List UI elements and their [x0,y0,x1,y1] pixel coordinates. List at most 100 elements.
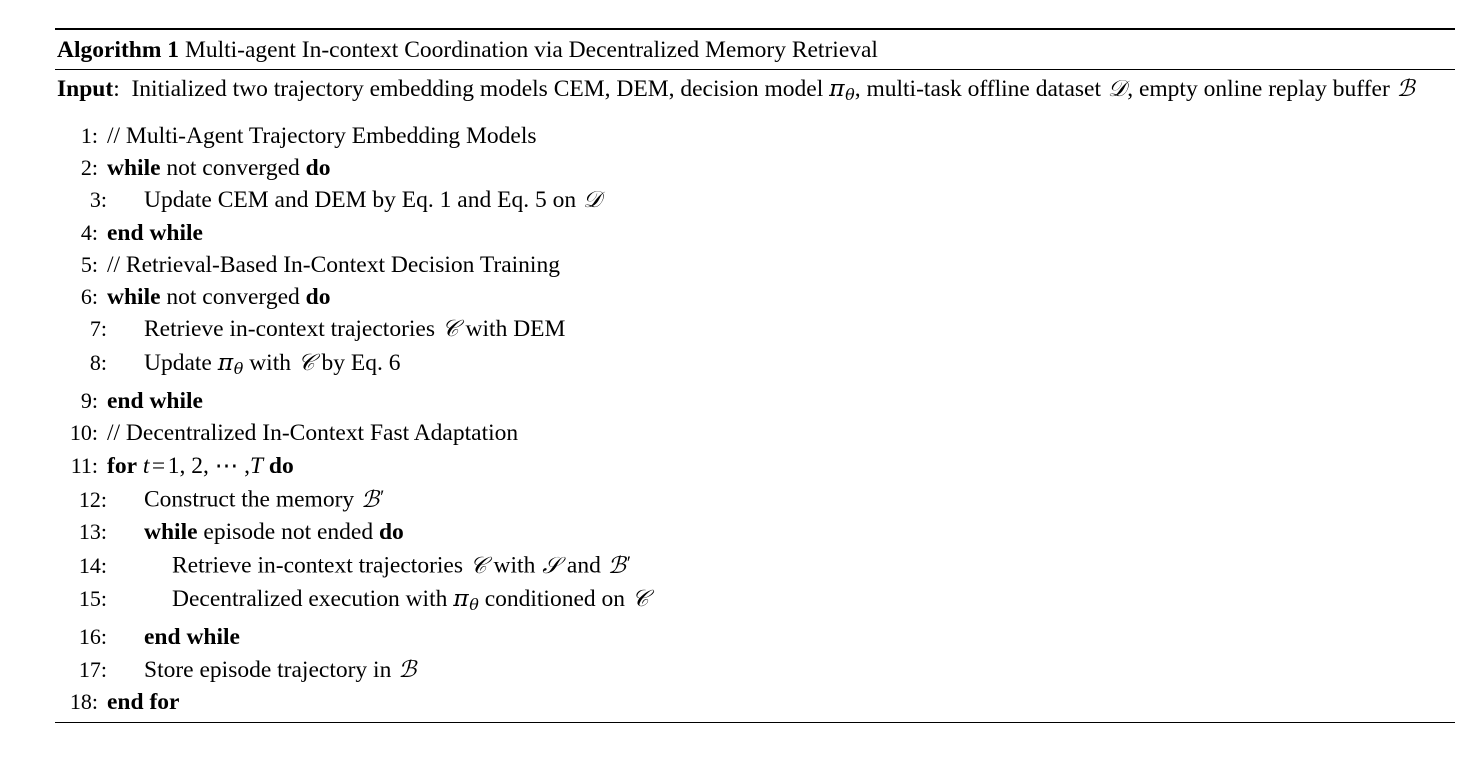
line-number: 7: [89,316,107,342]
line-content: Decentralized execution with πθ conditio… [163,582,650,621]
line-number: 8: [89,349,107,375]
line-number: 15: [78,585,107,611]
condition-text: not converged [160,154,306,181]
keyword-do: do [378,518,404,545]
statement-text-mid-2: and [561,552,607,579]
statement-text: Retrieve in-context trajectories [172,552,469,579]
line-content: end while [135,621,240,653]
memory-symbol: ℬ [361,486,380,513]
input-text-3: , empty online replay buffer [1127,76,1396,102]
line-content: Retrieve in-context trajectories 𝒞 with … [163,548,631,582]
memory-symbol: ℬ [607,552,626,579]
statement-text-mid: with [487,552,542,579]
keyword-do: do [305,154,331,181]
algorithm-line-13: 13: while episode not ended do [55,516,1455,548]
line-number: 4: [80,219,98,245]
line-content: Update πθ with 𝒞 by Eq. 6 [135,346,401,385]
algorithm-label: Algorithm 1 [57,37,180,63]
line-number: 17: [78,656,107,682]
statement-text: Store episode trajectory in [144,656,398,683]
algorithm-line-1: 1: // Multi-Agent Trajectory Embedding M… [55,120,1455,152]
line-content: Store episode trajectory in ℬ [135,654,417,686]
buffer-symbol: ℬ [398,656,417,683]
line-content: while not converged do [98,281,330,313]
line-content: for t=1, 2, ⋯ ,T do [98,450,294,482]
algorithm-line-17: 17: Store episode trajectory in ℬ [55,654,1455,686]
algorithm-line-4: 4: end while [55,217,1455,249]
condition-text: not converged [160,284,306,311]
policy-subscript: θ [469,594,479,614]
line-number: 9: [80,388,98,414]
line-number: 6: [80,284,98,310]
line-number: 3: [89,187,107,213]
line-number: 12: [78,486,107,512]
statement-text-mid: with [243,349,297,376]
algorithm-line-7: 7: Retrieve in-context trajectories 𝒞 wi… [55,313,1455,345]
keyword-while: while [107,154,161,181]
dataset-symbol: 𝒟 [1107,76,1127,102]
line-content: Construct the memory ℬ′ [135,482,384,516]
algorithm-line-11: 11: for t=1, 2, ⋯ ,T do [55,450,1455,482]
line-number: 18: [69,688,98,714]
loop-variable: t [142,452,150,479]
line-number: 13: [78,518,107,544]
keyword-end-while: end while [107,219,203,246]
statement-text-tail: conditioned on [478,585,631,612]
line-content: end while [98,385,203,417]
keyword-for: for [107,452,138,479]
statement-text: Retrieve in-context trajectories [144,316,441,343]
line-number: 5: [80,251,98,277]
line-content: // Retrieval-Based In-Context Decision T… [98,249,560,281]
equals-sign: = [151,452,166,479]
line-number: 10: [69,420,98,446]
policy-subscript: θ [233,358,244,378]
algorithm-line-5: 5: // Retrieval-Based In-Context Decisio… [55,249,1455,281]
loop-end-variable: T [249,452,264,479]
line-content: Update CEM and DEM by Eq. 1 and Eq. 5 on… [135,184,602,216]
top-rule [55,28,1455,30]
algorithm-line-14: 14: Retrieve in-context trajectories 𝒞 w… [55,548,1455,582]
keyword-end-while: end while [107,388,203,415]
input-text-1: Initialized two trajectory embedding mod… [131,76,830,102]
algorithm-line-6: 6: while not converged do [55,281,1455,313]
input-text-2: , multi-task offline dataset [854,76,1107,102]
policy-symbol: π [453,583,469,612]
loop-start-values: 1, 2, [167,452,209,479]
line-number: 14: [78,552,107,578]
comment-text: // Multi-Agent Trajectory Embedding Mode… [107,122,537,149]
statement-text-tail: with DEM [459,316,566,343]
line-content: end while [98,217,203,249]
statement-text: Decentralized execution with [172,585,454,612]
keyword-end-while: end while [144,624,240,651]
statement-text: Update [144,349,218,376]
input-keyword: Input [57,76,114,102]
policy-symbol: π [217,347,234,376]
algorithm-float: Algorithm 1 Multi-agent In-context Coord… [55,28,1455,724]
algorithm-input-line: Input: Initialized two trajectory embedd… [55,70,1455,115]
algorithm-line-18: 18: end for [55,686,1455,718]
algorithm-line-8: 8: Update πθ with 𝒞 by Eq. 6 [55,346,1455,385]
line-content: end for [98,686,179,718]
caption-rule [55,69,1455,70]
comment-text: // Decentralized In-Context Fast Adaptat… [107,420,519,447]
algorithm-line-15: 15: Decentralized execution with πθ cond… [55,582,1455,621]
dataset-symbol: 𝒟 [582,187,602,214]
condition-text: episode not ended [197,518,379,545]
input-separator: : [113,76,120,102]
algorithm-title: Multi-agent In-context Coordination via … [184,37,878,63]
keyword-while: while [144,518,198,545]
prime-mark: ′ [380,487,385,509]
line-number: 16: [78,624,107,650]
state-symbol: 𝒮 [542,552,561,579]
keyword-do: do [305,284,331,311]
algorithm-line-3: 3: Update CEM and DEM by Eq. 1 and Eq. 5… [55,184,1455,216]
statement-text: Construct the memory [144,486,361,513]
keyword-while: while [107,284,161,311]
algorithm-line-2: 2: while not converged do [55,152,1455,184]
line-number: 11: [70,452,98,478]
policy-symbol: π [829,74,845,102]
comma: , [244,452,250,479]
algorithm-caption: Algorithm 1 Multi-agent In-context Coord… [55,30,1455,69]
context-symbol: 𝒞 [631,585,649,612]
algorithm-line-9: 9: end while [55,385,1455,417]
